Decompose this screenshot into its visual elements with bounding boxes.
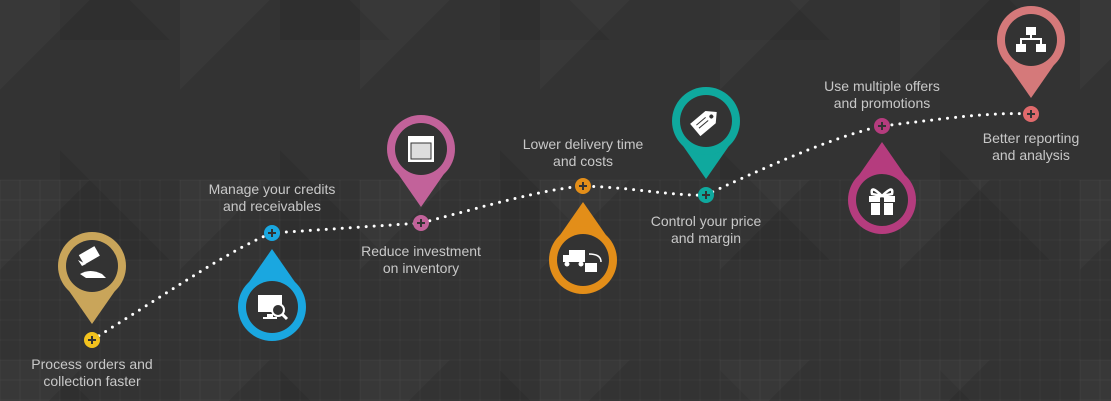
pin-5[interactable]	[672, 87, 740, 179]
hierarchy-icon	[1016, 27, 1046, 52]
hand-money-icon	[78, 246, 106, 278]
pin-3[interactable]	[387, 115, 455, 207]
pin-6[interactable]	[848, 142, 916, 234]
label-line-2: and receivables	[222, 198, 322, 214]
price-tag-icon	[690, 111, 717, 137]
truck-icon	[563, 250, 602, 272]
label-line-2: and costs	[553, 153, 613, 169]
label-line-1: Use multiple offers	[824, 78, 940, 94]
step-marker-2[interactable]	[264, 225, 280, 241]
step-marker-7[interactable]	[1023, 106, 1039, 122]
box-icon	[408, 136, 434, 162]
pin-2[interactable]	[238, 249, 306, 341]
label-line-1: Control your price	[650, 213, 762, 229]
label-line-1: Lower delivery time	[522, 136, 644, 152]
label-line-2: and promotions	[833, 95, 931, 111]
monitor-search-icon	[258, 295, 289, 321]
pin-4[interactable]	[549, 202, 617, 294]
label-line-1: Manage your credits	[208, 181, 336, 197]
step-marker-5[interactable]	[698, 187, 714, 203]
gift-icon	[869, 188, 895, 215]
step-marker-3[interactable]	[413, 215, 429, 231]
label-line-2: on inventory	[382, 260, 460, 276]
step-marker-1[interactable]	[84, 332, 100, 348]
label-line-2: and analysis	[992, 147, 1070, 163]
label-line-1: Reduce investment	[361, 243, 481, 259]
label-line-2: collection faster	[43, 373, 141, 389]
pin-7[interactable]	[997, 6, 1065, 98]
step-marker-4[interactable]	[575, 178, 591, 194]
label-line-1: Better reporting	[982, 130, 1080, 146]
label-line-1: Process orders and	[31, 356, 153, 372]
pin-1[interactable]	[58, 232, 126, 324]
step-marker-6[interactable]	[874, 118, 890, 134]
label-line-2: and margin	[670, 230, 742, 246]
